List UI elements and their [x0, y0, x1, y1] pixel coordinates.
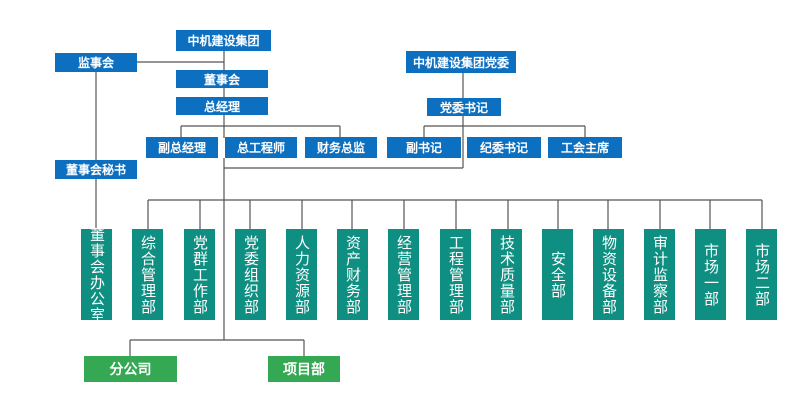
dept-party-mass-work: 党群工作部	[184, 229, 215, 320]
dept-operations-management: 经营管理部	[388, 229, 419, 320]
node-cfo: 财务总监	[305, 137, 377, 158]
dept-audit-supervision: 审计监察部	[644, 229, 675, 320]
node-board-secretary: 董事会秘书	[55, 160, 137, 179]
node-deputy-secretary: 副书记	[387, 137, 461, 158]
dept-general-management: 综合管理部	[132, 229, 163, 320]
dept-asset-finance: 资产财务部	[337, 229, 368, 320]
node-party-committee: 中机建设集团党委	[406, 51, 516, 73]
node-supervisory-board: 监事会	[55, 53, 137, 72]
dept-party-organization: 党委组织部	[235, 229, 266, 320]
dept-safety: 安全部	[542, 229, 573, 320]
dept-materials-equipment: 物资设备部	[593, 229, 624, 320]
dept-engineering-management: 工程管理部	[440, 229, 471, 320]
unit-branch-company: 分公司	[84, 356, 177, 382]
dept-market-two: 市场二部	[746, 229, 777, 320]
dept-human-resources: 人力资源部	[286, 229, 317, 320]
node-board-of-directors: 董事会	[176, 70, 268, 88]
dept-technical-quality: 技术质量部	[491, 229, 522, 320]
node-group: 中机建设集团	[176, 30, 271, 51]
unit-project-department: 项目部	[268, 356, 340, 382]
node-chief-engineer: 总工程师	[225, 137, 297, 158]
dept-board-office: 董事会办公室	[81, 227, 112, 323]
node-discipline-secretary: 纪委书记	[467, 137, 541, 158]
node-union-chairman: 工会主席	[548, 137, 622, 158]
dept-market-one: 市场一部	[695, 229, 726, 320]
node-general-manager: 总经理	[176, 97, 268, 115]
node-deputy-gm: 副总经理	[146, 137, 218, 158]
node-party-secretary: 党委书记	[427, 98, 501, 116]
